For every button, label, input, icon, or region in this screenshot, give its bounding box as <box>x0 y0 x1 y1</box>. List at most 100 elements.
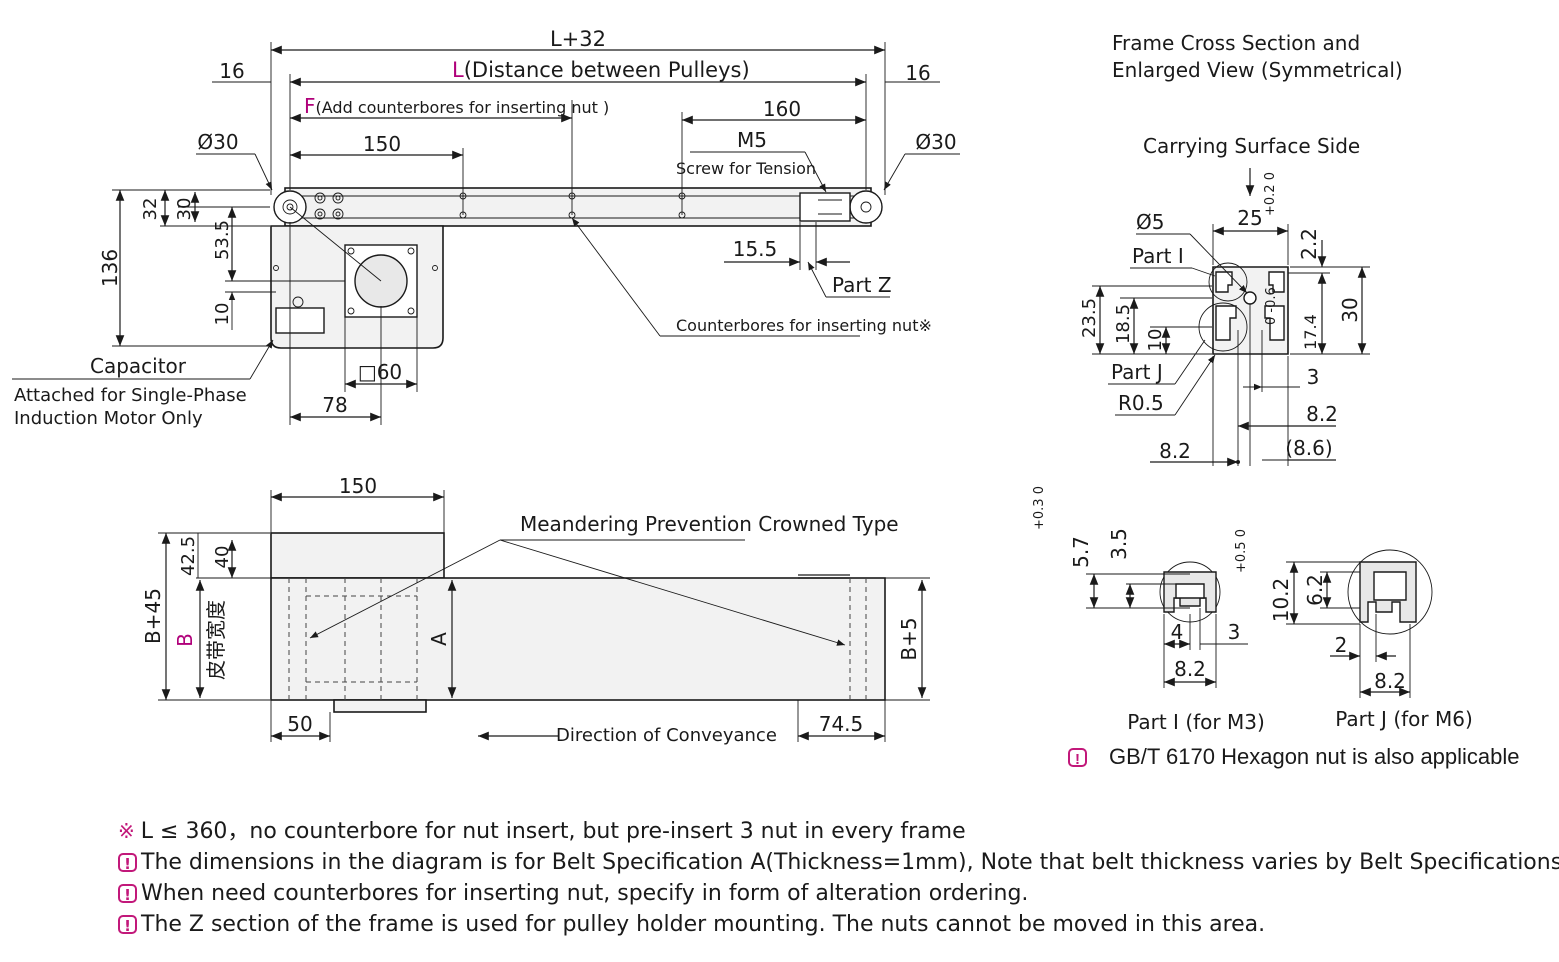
dim-l-text: (Distance between Pulleys) <box>464 58 750 82</box>
motor-underside <box>333 699 427 713</box>
note-row: ! The dimensions in the diagram is for B… <box>118 847 1559 878</box>
dim-square-60: □60 <box>358 360 402 384</box>
part-z-label: Part Z <box>832 273 892 297</box>
note-text: L ≤ 360，no counterbore for nut insert, b… <box>140 819 966 844</box>
pi-dim-4: 4 <box>1171 620 1184 644</box>
dim-16-right: 16 <box>905 61 930 85</box>
top-dim-b5: B+5 <box>897 617 921 660</box>
cross-section-title-2: Enlarged View (Symmetrical) <box>1112 58 1403 82</box>
pi-caption: Part I (for M3) <box>1127 710 1265 734</box>
pj-tol-10-2: +0.5 0 <box>1234 529 1249 573</box>
top-view: 150 Meandering Prevention Crowned Type A… <box>141 474 930 746</box>
motor-block <box>270 532 445 579</box>
dim-15-5: 15.5 <box>733 237 778 261</box>
note-row: ! When need counterbores for inserting n… <box>118 878 1559 909</box>
cross-section: Frame Cross Section and Enlarged View (S… <box>1079 31 1403 467</box>
gb-note: ! GB/T 6170 Hexagon nut is also applicab… <box>1068 744 1520 770</box>
cs-dia-5: Ø5 <box>1136 210 1164 234</box>
pi-dim-3-5: 3.5 <box>1107 528 1131 560</box>
pj-dim-10-2: 10.2 <box>1269 578 1293 623</box>
capacitor-label: Capacitor <box>90 354 187 378</box>
cross-section-title-1: Frame Cross Section and <box>1112 31 1360 55</box>
part-j-detail: 10.2 +0.5 0 6.2 2 8.2 Part J (for M6) <box>1234 529 1473 731</box>
reference-mark-icon: ※ <box>118 819 135 843</box>
notes-block: ※ L ≤ 360，no counterbore for nut insert,… <box>118 816 1559 940</box>
tension-holder <box>799 192 851 222</box>
top-dim-b: B <box>173 633 197 647</box>
note-text: When need counterbores for inserting nut… <box>141 881 1029 906</box>
frame-profile <box>1212 266 1289 355</box>
pi-tol-5-7: +0.3 0 <box>1032 486 1047 530</box>
note-row: ! The Z section of the frame is used for… <box>118 909 1559 940</box>
cs-tol-2-2: +0.2 0 <box>1263 172 1278 216</box>
top-dim-b45: B+45 <box>141 588 165 644</box>
pj-dim-8-2: 8.2 <box>1374 669 1406 693</box>
dim-m5: M5 <box>737 128 767 152</box>
cs-tol-17-4: 0 -0.6 <box>1264 287 1279 325</box>
dim-150: 150 <box>363 132 401 156</box>
dim-136: 136 <box>98 249 122 287</box>
cs-part-j: Part J <box>1111 360 1163 384</box>
side-view: L+32 L(Distance between Pulleys) 16 16 F… <box>12 27 960 429</box>
carrying-side-label: Carrying Surface Side <box>1143 134 1360 158</box>
capacitor-note-2: Induction Motor Only <box>14 408 203 429</box>
svg-text:L(Distance between Pulleys): L(Distance between Pulleys) <box>452 58 750 82</box>
dia-left: Ø30 <box>197 130 238 154</box>
cs-dim-10: 10 <box>1145 329 1166 352</box>
dim-f-text: (Add counterbores for inserting nut ) <box>316 98 610 117</box>
warning-icon: ! <box>118 884 137 904</box>
pj-dim-6-2: 6.2 <box>1303 574 1327 606</box>
note-text: The dimensions in the diagram is for Bel… <box>141 850 1559 875</box>
dim-10: 10 <box>212 303 233 326</box>
dim-32: 32 <box>140 198 161 221</box>
dia-right: Ø30 <box>915 130 956 154</box>
pi-dim-3: 3 <box>1228 620 1241 644</box>
top-dim-40: 40 <box>212 546 233 569</box>
cs-r05: R0.5 <box>1118 391 1164 415</box>
conveyor-frame <box>284 187 872 227</box>
warning-icon: ! <box>1068 747 1087 768</box>
dim-53-5: 53.5 <box>212 220 233 260</box>
dim-30: 30 <box>174 198 195 221</box>
top-dim-a: A <box>427 632 451 646</box>
pi-dim-8-2: 8.2 <box>1174 657 1206 681</box>
cs-dim-3: 3 <box>1307 365 1320 389</box>
top-dim-74-5: 74.5 <box>819 712 864 736</box>
cs-part-i: Part I <box>1132 244 1184 268</box>
cs-dim-18-5: 18.5 <box>1113 304 1134 344</box>
belt-body <box>270 577 886 701</box>
dim-78: 78 <box>322 393 347 417</box>
top-dim-b-cn: 皮带宽度 <box>204 600 228 680</box>
warning-icon: ! <box>118 853 137 873</box>
cs-dim-25: 25 <box>1237 206 1262 230</box>
gb-note-text: GB/T 6170 Hexagon nut is also applicable <box>1109 744 1520 769</box>
dim-l-letter: L <box>452 58 464 82</box>
cs-dim-8-6: (8.6) <box>1285 436 1332 460</box>
cs-dim-8-2-b: 8.2 <box>1159 439 1191 463</box>
dim-16-left: 16 <box>219 59 244 83</box>
screw-tension-label: Screw for Tension <box>676 159 816 178</box>
capacitor-box <box>275 307 325 334</box>
pi-dim-5-7: 5.7 <box>1069 536 1093 568</box>
dim-f-letter: F <box>304 94 316 118</box>
dim-160: 160 <box>763 97 801 121</box>
direction-label: Direction of Conveyance <box>556 725 777 746</box>
dim-total: L+32 <box>550 27 606 51</box>
counterbores-label: Counterbores for inserting nut※ <box>676 316 932 335</box>
cs-dim-8-2-a: 8.2 <box>1306 402 1338 426</box>
warning-icon: ! <box>118 915 137 935</box>
note-row: ※ L ≤ 360，no counterbore for nut insert,… <box>118 816 1559 847</box>
top-dim-42-5: 42.5 <box>178 536 199 576</box>
svg-text:F(Add counterbores for inserti: F(Add counterbores for inserting nut ) <box>304 94 609 118</box>
cs-dim-2-2: 2.2 <box>1297 228 1321 260</box>
note-text: The Z section of the frame is used for p… <box>141 912 1266 937</box>
idler-pulley <box>849 190 883 224</box>
pj-dim-2: 2 <box>1335 633 1348 657</box>
cs-dim-23-5: 23.5 <box>1079 298 1100 338</box>
cs-dim-17-4: 17.4 <box>1301 314 1320 350</box>
top-dim-50: 50 <box>287 712 312 736</box>
top-dim-150: 150 <box>339 474 377 498</box>
part-i-detail: 5.7 +0.3 0 3.5 4 3 8.2 Part I (for M3) <box>1032 486 1265 734</box>
pj-caption: Part J (for M6) <box>1335 707 1473 731</box>
